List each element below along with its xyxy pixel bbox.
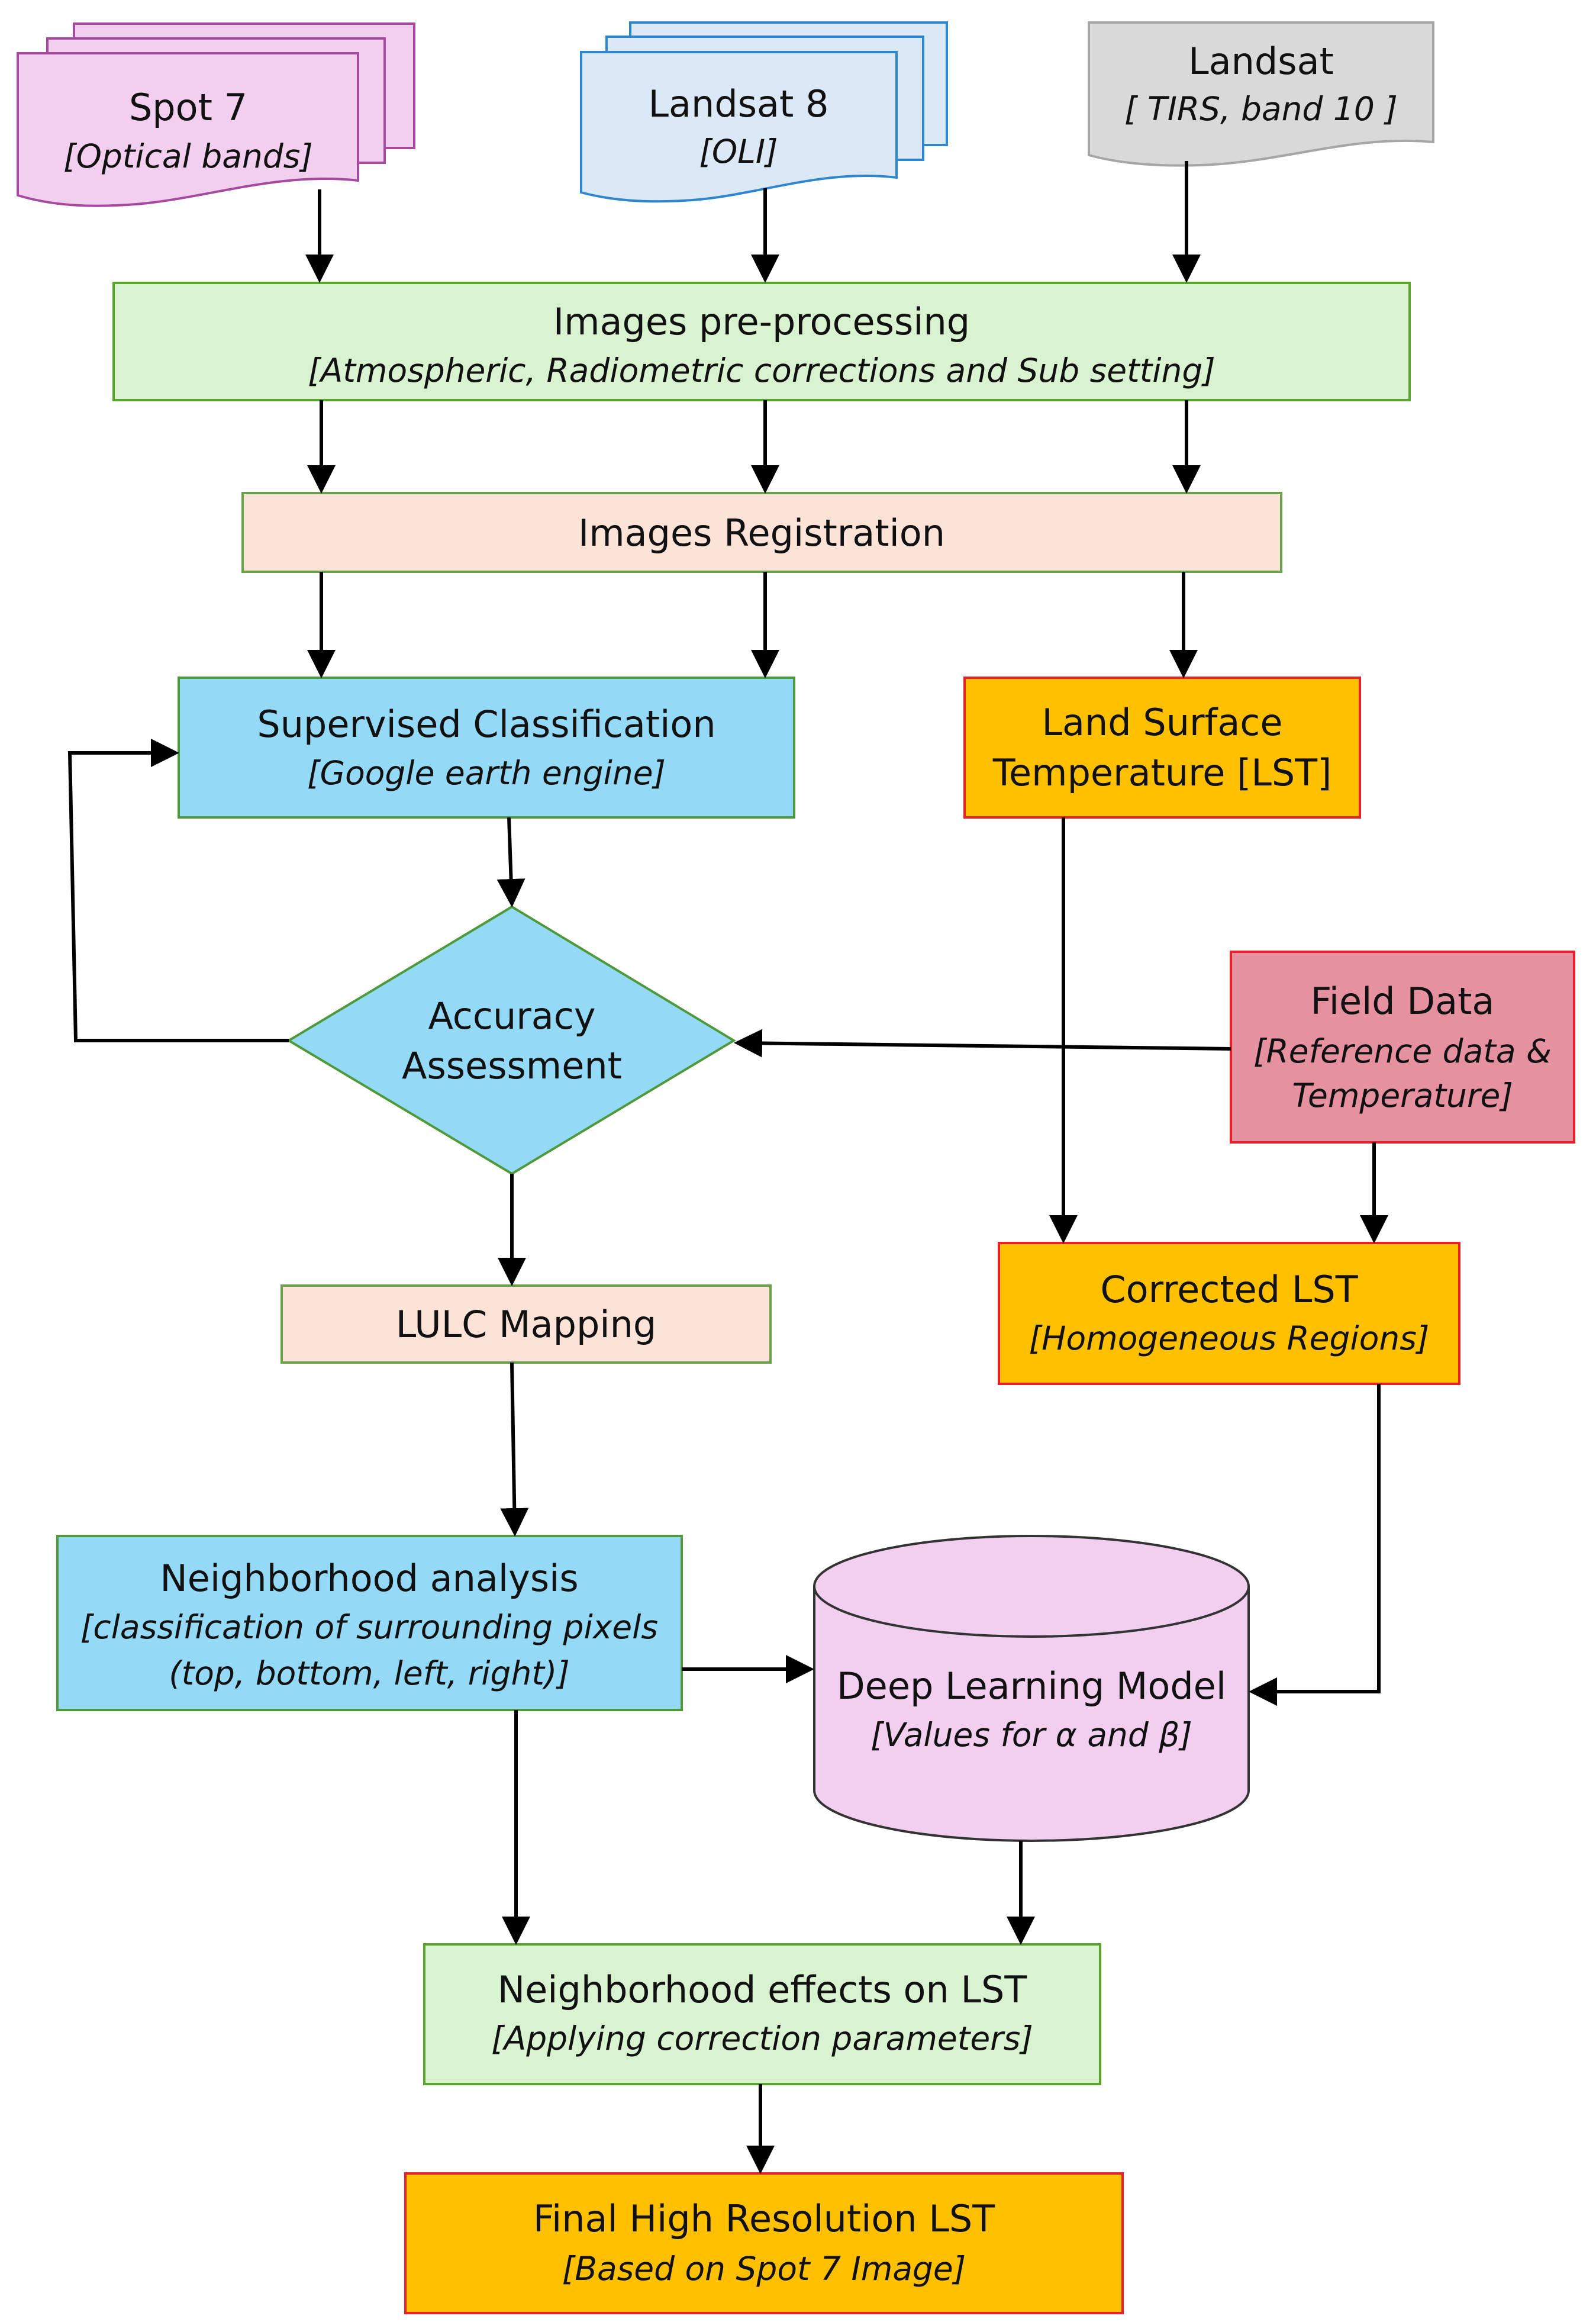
- final-lst-title: Final High Resolution LST: [533, 2197, 995, 2240]
- supervised-classification-node: Supervised Classification [Google earth …: [178, 677, 795, 819]
- lst-title-line2: Temperature [LST]: [992, 751, 1332, 794]
- lulc-title: LULC Mapping: [396, 1303, 656, 1346]
- final-lst-subtitle: [Based on Spot 7 Image]: [562, 2250, 966, 2288]
- landsat8-subtitle: [OLI]: [699, 133, 778, 170]
- field-data-node: Field Data [Reference data & Temperature…: [1230, 951, 1575, 1144]
- final-lst-node: Final High Resolution LST [Based on Spot…: [404, 2172, 1124, 2314]
- supervised-subtitle: [Google earth engine]: [307, 754, 666, 792]
- preprocessing-title: Images pre-processing: [553, 300, 970, 343]
- registration-title: Images Registration: [578, 511, 945, 555]
- field-data-subtitle-line1: [Reference data &: [1253, 1032, 1552, 1070]
- arrow-supervised-to-accuracy: [496, 817, 525, 907]
- supervised-title: Supervised Classification: [257, 703, 715, 746]
- landsat8-node: Landsat 8 [OLI]: [580, 21, 948, 203]
- lst-title-line1: Land Surface: [1042, 701, 1282, 744]
- neighborhood-title: Neighborhood analysis: [160, 1557, 578, 1600]
- neighborhood-subtitle-line2: (top, bottom, left, right)]: [169, 1654, 570, 1692]
- neighborhood-effects-title: Neighborhood effects on LST: [498, 1968, 1028, 2011]
- corrected-lst-subtitle: [Homogeneous Regions]: [1029, 1319, 1430, 1357]
- corrected-lst-title: Corrected LST: [1100, 1268, 1358, 1311]
- neighborhood-effects-subtitle: [Applying correction parameters]: [491, 2020, 1033, 2057]
- spot7-subtitle: [Optical bands]: [63, 137, 313, 175]
- registration-node: Images Registration: [241, 492, 1282, 573]
- neighborhood-subtitle-line1: [classification of surrounding pixels: [80, 1608, 658, 1646]
- accuracy-title-line1: Accuracy: [428, 994, 595, 1038]
- arrow-lulc-to-neighborhood: [500, 1362, 529, 1537]
- arrow-accuracy-feedback-loop: [67, 739, 289, 1042]
- deep-learning-model-node: Deep Learning Model [Values for α and β]: [813, 1535, 1250, 1842]
- preprocessing-subtitle: [Atmospheric, Radiometric corrections an…: [308, 352, 1215, 389]
- landsat-tirs-node: Landsat [ TIRS, band 10 ]: [1088, 21, 1434, 167]
- preprocessing-node: Images pre-processing [Atmospheric, Radi…: [112, 282, 1411, 401]
- field-data-title: Field Data: [1311, 980, 1495, 1023]
- spot7-node: Spot 7 [Optical bands]: [17, 22, 415, 207]
- lst-node: Land Surface Temperature [LST]: [963, 677, 1361, 819]
- arrow-field-to-accuracy: [734, 1029, 1231, 1058]
- connectors: [67, 161, 1388, 2174]
- spot7-title: Spot 7: [129, 86, 247, 129]
- accuracy-title-line2: Assessment: [402, 1044, 622, 1087]
- arrow-corrected-to-deep: [1249, 1384, 1381, 1706]
- neighborhood-analysis-node: Neighborhood analysis [classification of…: [56, 1535, 683, 1711]
- field-data-subtitle-line2: Temperature]: [1292, 1077, 1513, 1115]
- landsat-tirs-title: Landsat: [1188, 40, 1334, 83]
- lulc-mapping-node: LULC Mapping: [280, 1284, 772, 1364]
- corrected-lst-node: Corrected LST [Homogeneous Regions]: [998, 1242, 1460, 1385]
- neighborhood-effects-node: Neighborhood effects on LST [Applying co…: [423, 1943, 1101, 2085]
- accuracy-assessment-node: Accuracy Assessment: [286, 905, 736, 1176]
- landsat-tirs-subtitle: [ TIRS, band 10 ]: [1124, 90, 1398, 128]
- landsat8-title: Landsat 8: [649, 82, 829, 125]
- deep-learning-subtitle: [Values for α and β]: [870, 1716, 1192, 1754]
- deep-learning-title: Deep Learning Model: [837, 1664, 1226, 1708]
